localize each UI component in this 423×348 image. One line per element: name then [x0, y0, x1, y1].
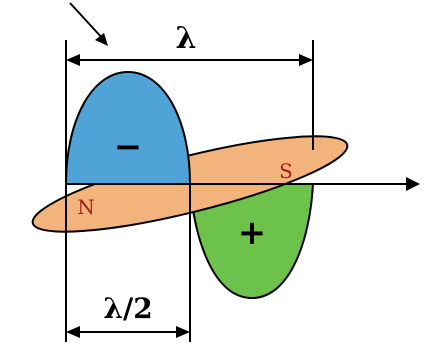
propagation-arrow: [356, 177, 420, 191]
half-wavelength-label: λ/2: [103, 292, 152, 325]
north-pole-label: N: [77, 195, 95, 219]
wavelength-dimension: [66, 54, 313, 66]
incoming-arrow: [69, 2, 108, 46]
negative-lobe: [64, 70, 192, 185]
wavelength-label: λ: [175, 21, 196, 56]
positive-sign: +: [238, 213, 267, 253]
positive-lobe: [188, 183, 315, 300]
south-pole-label: S: [279, 159, 293, 183]
half-wavelength-dimension: [66, 326, 190, 338]
negative-sign: −: [114, 127, 143, 167]
